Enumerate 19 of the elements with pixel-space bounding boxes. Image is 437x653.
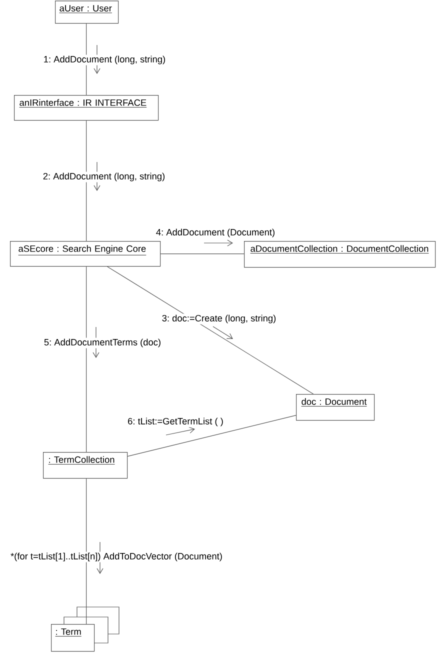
message-label: 5: AddDocumentTerms (doc) (42, 338, 162, 348)
message-label: 2: AddDocument (long, string) (42, 172, 166, 182)
message-label: 3: doc:=Create (long, string) (160, 314, 278, 324)
object-box: aSEcore : Search Engine Core (10, 241, 161, 267)
link-line (86, 120, 87, 242)
message-label: 6: tList:=GetTermList ( ) (126, 416, 224, 428)
object-box: aDocumentCollection : DocumentCollection (244, 241, 436, 268)
link-line (127, 415, 296, 457)
link-line (86, 266, 87, 452)
object-box: : TermCollection (43, 452, 128, 479)
object-box: anIRinterface : IR INTERFACE (14, 95, 159, 121)
object-box: aUser : User (55, 0, 119, 24)
message-label: 1: AddDocument (long, string) (42, 54, 167, 66)
message-label: 4: AddDocument (Document) (154, 228, 276, 238)
link-line (107, 266, 314, 394)
message-label: *(for t=tList[1]..tList[n]) AddToDocVector (Document) (10, 552, 224, 562)
link-line (86, 478, 87, 624)
object-box: : Term (51, 624, 95, 652)
object-box: doc : Document (296, 394, 375, 421)
